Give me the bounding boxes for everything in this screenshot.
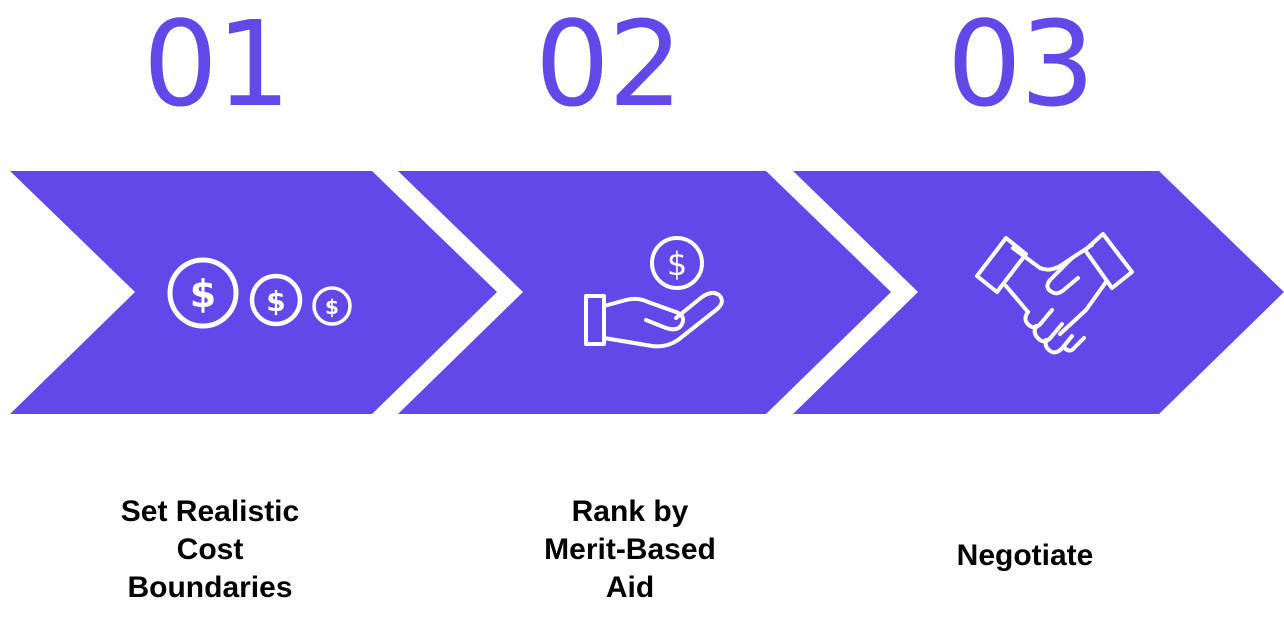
step-3-number: 03 [946, 0, 1095, 133]
step-3-label: Negotiate [956, 539, 1094, 572]
hand-coin-icon: $ [584, 236, 724, 349]
svg-text:$: $ [325, 295, 339, 319]
svg-text:$: $ [266, 285, 285, 318]
coins-icon: $ $ $ [167, 257, 352, 329]
step-2-label: Rank by Merit-Based Aid [544, 495, 716, 604]
svg-text:$: $ [667, 245, 687, 283]
step-2-chevron [398, 171, 891, 414]
step-2-number: 02 [534, 0, 683, 133]
step-1-number: 01 [142, 0, 291, 133]
svg-text:$: $ [190, 272, 216, 316]
step-1-label: Set Realistic Cost Boundaries [120, 495, 300, 604]
step-3-chevron [793, 171, 1284, 414]
handshake-icon [975, 232, 1134, 355]
